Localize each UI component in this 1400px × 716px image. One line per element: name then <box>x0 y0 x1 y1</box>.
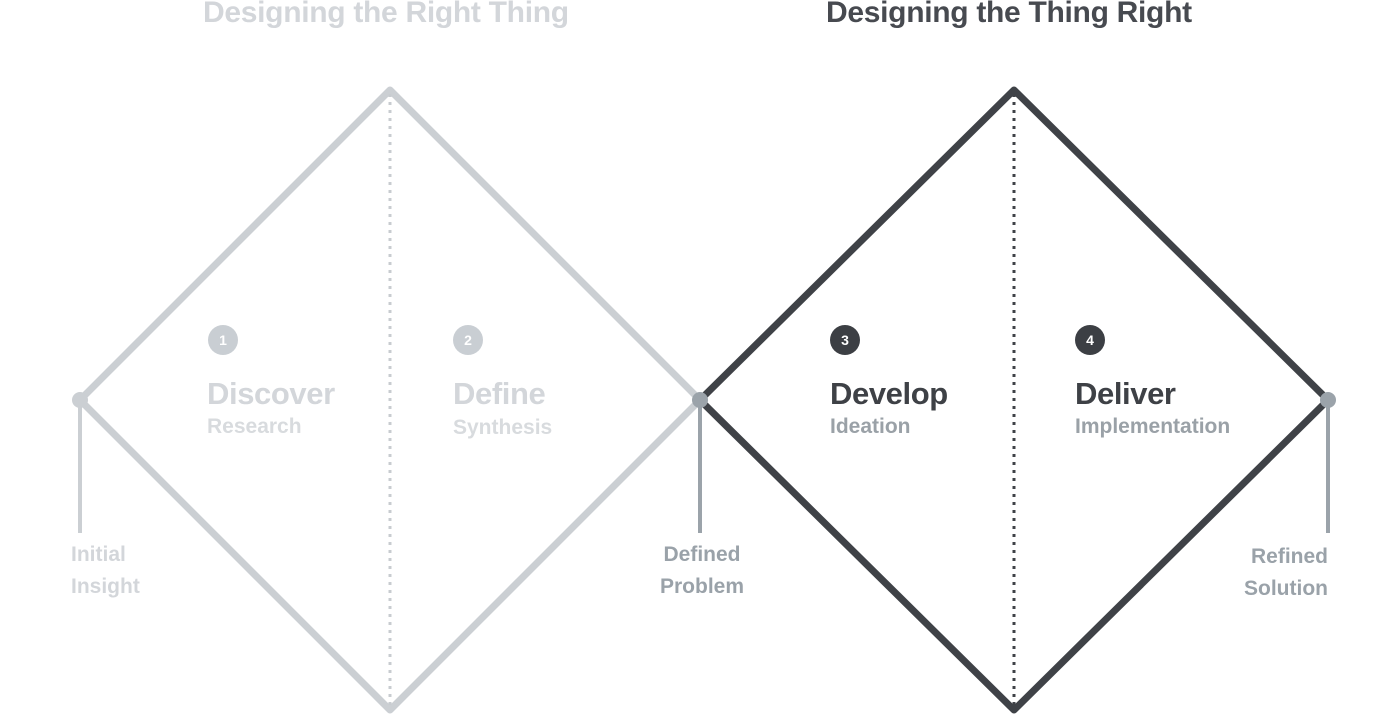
phase-name-deliver: Deliver <box>1075 376 1176 411</box>
milestone-line1-defined-problem: Defined <box>663 543 741 566</box>
milestone-label-initial-insight: Initial Insight <box>71 539 140 603</box>
milestone-line2-refined-solution: Solution <box>1244 577 1328 600</box>
section-title-right-thing: Designing the Right Thing <box>203 0 569 29</box>
diamond-thing-right <box>696 86 1332 714</box>
phase-badge-develop: 3 <box>830 325 860 355</box>
phase-name-discover: Discover <box>207 376 335 411</box>
phase-name-develop: Develop <box>830 376 948 411</box>
milestone-line1-initial-insight: Initial <box>71 543 126 566</box>
milestone-dot-refined-solution <box>1320 392 1336 408</box>
phase-subtitle-define: Synthesis <box>453 416 553 439</box>
milestone-line2-defined-problem: Problem <box>659 575 745 598</box>
phase-subtitle-deliver: Implementation <box>1075 415 1231 438</box>
phase-badge-define: 2 <box>453 325 483 355</box>
milestone-dot-defined-problem <box>692 392 708 408</box>
milestone-line1-refined-solution: Refined <box>1250 545 1328 568</box>
phase-badge-deliver: 4 <box>1075 325 1105 355</box>
phase-name-define: Define <box>453 376 546 411</box>
milestone-line2-initial-insight: Insight <box>71 575 140 598</box>
milestone-label-defined-problem: Defined Problem <box>620 539 784 603</box>
milestone-label-refined-solution: Refined Solution <box>1180 541 1328 605</box>
phase-subtitle-develop: Ideation <box>830 415 911 438</box>
phase-badge-discover: 1 <box>208 325 238 355</box>
milestone-dot-initial-insight <box>72 392 88 408</box>
diamond-right-thing <box>76 86 704 714</box>
phase-subtitle-discover: Research <box>207 415 302 438</box>
section-title-thing-right: Designing the Thing Right <box>826 0 1192 29</box>
